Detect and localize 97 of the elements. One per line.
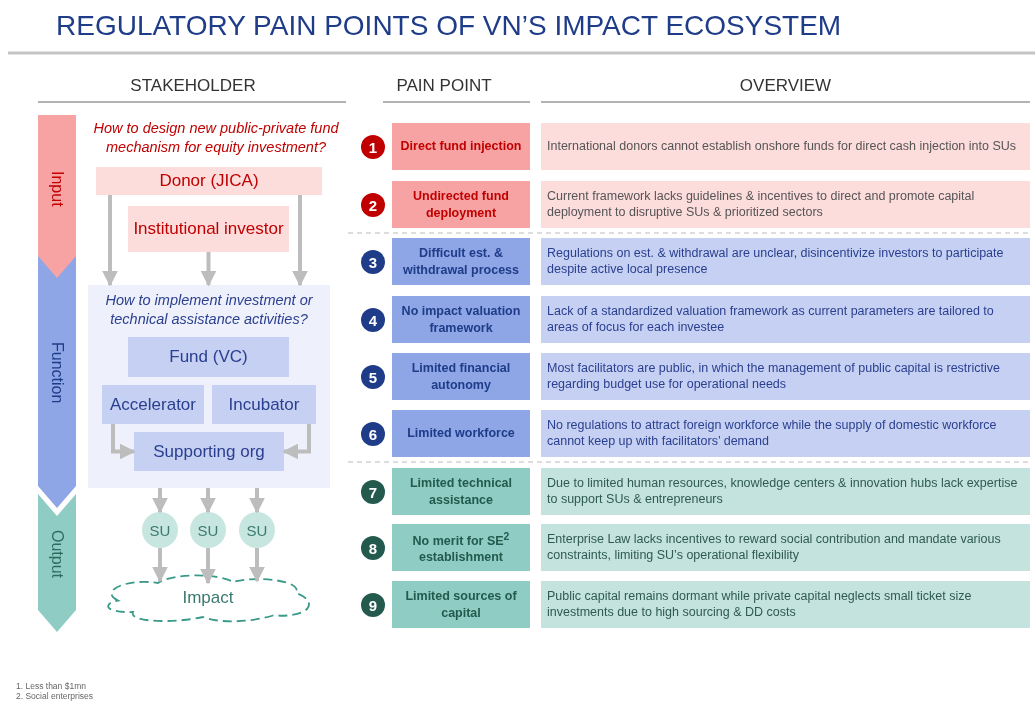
- pain-point-label: Limited technical assistance: [408, 475, 514, 508]
- number-badge: [361, 593, 385, 617]
- startup-circle: [190, 512, 226, 548]
- overview-box: [541, 296, 1030, 343]
- stakeholder-label: Supporting org: [153, 441, 265, 462]
- column-header: STAKEHOLDER: [129, 76, 257, 96]
- stage-label: Function: [48, 342, 66, 404]
- overview-box: [541, 468, 1030, 515]
- badge-number: 5: [368, 368, 378, 386]
- column-header: OVERVIEW: [738, 76, 833, 96]
- startup-label: SU: [246, 521, 268, 539]
- arrow: [111, 424, 136, 460]
- badge-number: 1: [368, 138, 378, 156]
- pain-point-box: [392, 123, 530, 170]
- stakeholder-label: Incubator: [228, 394, 300, 415]
- stakeholder-box: [102, 385, 204, 424]
- overview-text: Lack of a standardized valuation framework as current parameters are tailored to areas of focus for each investee: [547, 303, 995, 336]
- input-question: How to design new public-private fund mechanism for equity investment?: [92, 119, 340, 157]
- panel-question: How to implement investment or technical assistance activities?: [104, 291, 314, 329]
- stage-band: [38, 494, 76, 632]
- arrow: [249, 548, 265, 583]
- overview-text: Due to limited human resources, knowledge centers & innovation hubs lack expertise to support SUs & entrepreneurs: [547, 475, 1019, 508]
- pain-point-box: [392, 524, 530, 571]
- stakeholder-box: [212, 385, 316, 424]
- arrow: [292, 195, 308, 287]
- startup-circle: [142, 512, 178, 548]
- overview-text: No regulations to attract foreign workforce while the supply of domestic workforce cannot keep up with facilitators’ demand: [547, 417, 998, 450]
- badge-number: 8: [368, 539, 378, 557]
- footnote: 2. Social enterprises: [16, 691, 94, 701]
- pain-point-box: [392, 181, 530, 228]
- arrow: [200, 252, 217, 287]
- arrow: [152, 548, 168, 583]
- footnote: 1. Less than $1mn: [16, 681, 87, 691]
- badge-number: 4: [368, 311, 378, 329]
- overview-text: Public capital remains dormant while private capital neglects small ticket size investments due to high sourcing & DD costs: [547, 588, 973, 621]
- overview-box: [541, 123, 1030, 170]
- badge-number: 9: [368, 596, 378, 614]
- impact-label: Impact: [182, 588, 234, 608]
- overview-text: Regulations on est. & withdrawal are unclear, disincentivize investors to participate despite active local presence: [547, 245, 1005, 278]
- pain-point-box: [392, 468, 530, 515]
- arrow: [102, 195, 118, 287]
- pain-point-label: Difficult est. & withdrawal process: [402, 245, 520, 278]
- pain-point-box: [392, 410, 530, 457]
- column-header: PAIN POINT: [395, 76, 493, 96]
- number-badge: [361, 480, 385, 504]
- slide-title: REGULATORY PAIN POINTS OF VN’S IMPACT ECOSYSTEM: [56, 10, 842, 42]
- pain-point-box: [392, 581, 530, 628]
- number-badge: [361, 135, 385, 159]
- pain-point-label: Limited sources of capital: [404, 588, 518, 621]
- number-badge: [361, 250, 385, 274]
- overview-text: Most facilitators are public, in which the management of public capital is restrictive regarding budget use for operational needs: [547, 360, 1001, 393]
- pain-point-label: No impact valuation framework: [400, 303, 522, 336]
- arrow: [249, 488, 265, 514]
- pain-point-label: Limited workforce: [407, 425, 515, 442]
- stakeholder-label: Fund (VC): [169, 347, 248, 367]
- overview-box: [541, 410, 1030, 457]
- startup-circle: [239, 512, 275, 548]
- stakeholder-box: [128, 206, 289, 252]
- stakeholder-box: [96, 167, 322, 195]
- stage-label: Input: [48, 171, 66, 207]
- pain-point-box: [392, 296, 530, 343]
- startup-label: SU: [149, 521, 171, 539]
- arrow: [152, 488, 168, 514]
- startup-label: SU: [197, 521, 219, 539]
- overview-box: [541, 581, 1030, 628]
- badge-number: 2: [368, 196, 378, 214]
- pain-point-box: [392, 238, 530, 285]
- overview-text: Current framework lacks guidelines & incentives to direct and promote capital deployment to disruptive SUs & prioritized sectors: [547, 188, 976, 221]
- pain-point-label: Direct fund injection: [400, 138, 522, 155]
- pain-point-box: [392, 353, 530, 400]
- pain-point-label: Undirected fund deployment: [412, 188, 510, 221]
- overview-box: [541, 524, 1030, 571]
- number-badge: [361, 193, 385, 217]
- overview-box: [541, 353, 1030, 400]
- arrow: [200, 488, 216, 514]
- badge-number: 7: [368, 483, 378, 501]
- stakeholder-box: [134, 432, 284, 471]
- number-badge: [361, 308, 385, 332]
- stakeholder-box: [128, 337, 289, 377]
- number-badge: [361, 536, 385, 560]
- badge-number: 3: [368, 253, 378, 271]
- pain-point-label: No merit for SE$^{2}$ establishment: [411, 529, 511, 566]
- overview-text: International donors cannot establish onshore funds for direct cash injection into SUs: [547, 138, 1017, 155]
- overview-box: [541, 181, 1030, 228]
- number-badge: [361, 365, 385, 389]
- pain-point-label: Limited financial autonomy: [410, 360, 512, 393]
- overview-text: Enterprise Law lacks incentives to reward social contribution and mandate various constraints, limiting SU’s operational flexibility: [547, 531, 1002, 564]
- stakeholder-label: Accelerator: [110, 394, 196, 415]
- function-panel: [88, 285, 330, 488]
- number-badge: [361, 422, 385, 446]
- overview-box: [541, 238, 1030, 285]
- stakeholder-label: Donor (JICA): [159, 169, 259, 192]
- stakeholder-label: Institutional investor: [133, 217, 284, 240]
- arrow: [282, 424, 311, 460]
- stage-band: [38, 256, 76, 508]
- badge-number: 6: [368, 425, 378, 443]
- stage-label: Output: [48, 530, 66, 578]
